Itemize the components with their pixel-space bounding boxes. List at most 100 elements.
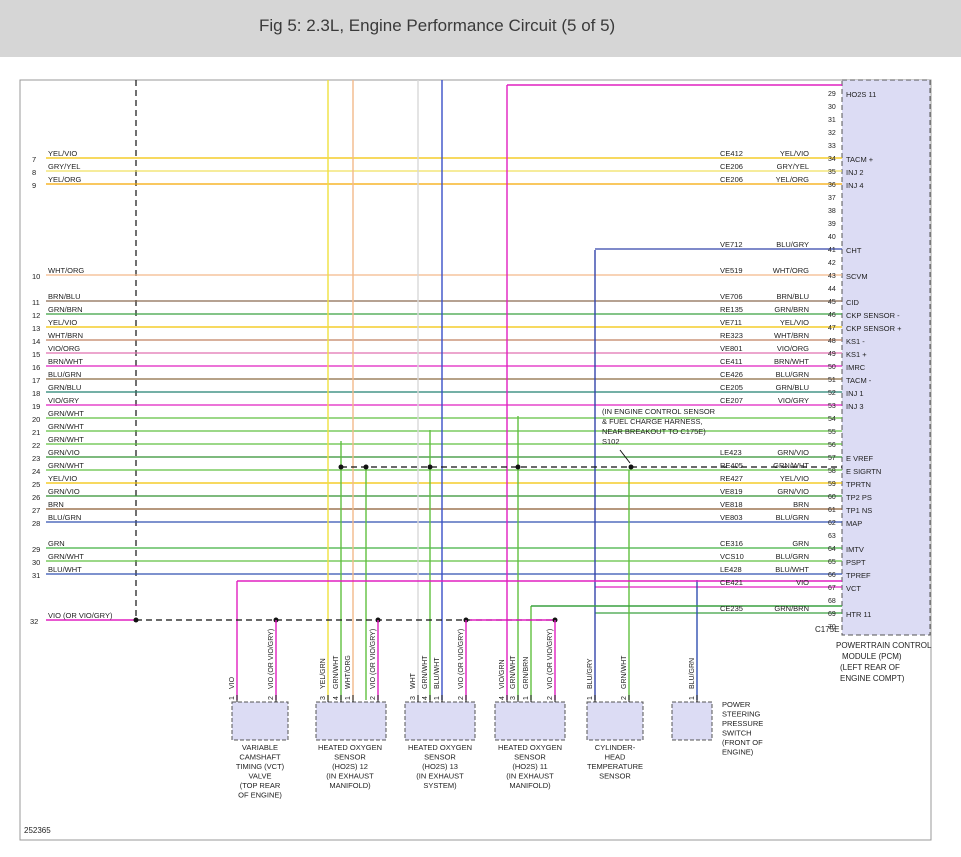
component-label-line: POWER bbox=[722, 700, 751, 709]
pcm-pin-number: 48 bbox=[828, 338, 836, 345]
wire-position: 21 bbox=[32, 428, 40, 437]
wire-color-right: GRN/BRN bbox=[774, 604, 809, 613]
pcm-pin-number: 65 bbox=[828, 559, 836, 566]
circuit-number: CE206 bbox=[720, 175, 743, 184]
splice-note-line: (IN ENGINE CONTROL SENSOR bbox=[602, 407, 716, 416]
pcm-connector-label: C175E bbox=[815, 625, 839, 634]
wire-color-left: GRN/VIO bbox=[48, 448, 80, 457]
component-label-line: HEATED OXYGEN bbox=[498, 743, 562, 752]
component-label-line: CAMSHAFT bbox=[239, 753, 281, 762]
pcm-pin-function: TPREF bbox=[846, 571, 871, 580]
wire-position: 23 bbox=[32, 454, 40, 463]
pcm-label-line: POWERTRAIN CONTROL bbox=[836, 641, 932, 650]
pin-number: 1 bbox=[229, 696, 236, 700]
splice-dot bbox=[133, 617, 139, 623]
wire-color-left: BRN/WHT bbox=[48, 357, 83, 366]
component-label-line: (FRONT OF bbox=[722, 738, 763, 747]
circuit-number: VE706 bbox=[720, 292, 743, 301]
component-label-line: (HO2S) 11 bbox=[512, 762, 547, 771]
wire-color-right: GRN bbox=[792, 539, 809, 548]
pin-wire-color: YEL/GRN bbox=[320, 658, 327, 689]
pcm-pin-number: 40 bbox=[828, 234, 836, 241]
component-label-line: MANIFOLD) bbox=[329, 781, 371, 790]
wire-color-left: BRN bbox=[48, 500, 64, 509]
splice-pointer bbox=[619, 449, 631, 464]
cht-sensor: 1BLU/GRY2GRN/WHTCYLINDER-HEADTEMPERATURE… bbox=[586, 655, 644, 781]
pcm-label-line: (LEFT REAR OF bbox=[840, 663, 900, 672]
pcm-pin-number: 62 bbox=[828, 520, 836, 527]
pcm-pin-function: KS1 - bbox=[846, 337, 865, 346]
pcm-module bbox=[841, 79, 931, 636]
pin-wire-color: BLU/WHT bbox=[434, 657, 441, 689]
pcm-label: POWERTRAIN CONTROL MODULE (PCM) (LEFT RE… bbox=[836, 641, 932, 683]
wire-position: 17 bbox=[32, 376, 40, 385]
component-label-line: TIMING (VCT) bbox=[236, 762, 285, 771]
wire-color-right: VIO/GRY bbox=[778, 396, 809, 405]
pcm-pin-function: INJ 3 bbox=[846, 402, 864, 411]
pcm-pin-number: 33 bbox=[828, 143, 836, 150]
splice-dot bbox=[515, 464, 521, 470]
wire-position: 26 bbox=[32, 493, 40, 502]
pcm-pin-function: TP1 NS bbox=[846, 506, 872, 515]
circuit-number: CE411 bbox=[720, 357, 742, 366]
wire-color-right: BLU/GRN bbox=[776, 552, 809, 561]
pin-number: 3 bbox=[510, 696, 517, 700]
circuit-number: CE235 bbox=[720, 604, 743, 613]
wire-color-left: BRN/BLU bbox=[48, 292, 81, 301]
wire-color-right: GRY/YEL bbox=[777, 162, 809, 171]
wire-color-left: WHT/BRN bbox=[48, 331, 83, 340]
pcm-pin-function: IMTV bbox=[846, 545, 864, 554]
wire-color-right: BLU/GRY bbox=[776, 240, 809, 249]
cht-sensor-body bbox=[586, 701, 644, 741]
pin-wire-color: GRN/WHT bbox=[510, 655, 517, 689]
wire-color-left: GRY/YEL bbox=[48, 162, 80, 171]
splice-dot bbox=[628, 464, 634, 470]
pin-wire-color: GRN/WHT bbox=[422, 655, 429, 689]
wire-color-left: GRN bbox=[48, 539, 65, 548]
pcm-pin-number: 53 bbox=[828, 403, 836, 410]
wire-color-right: GRN/VIO bbox=[777, 487, 809, 496]
pcm-pin-number: 42 bbox=[828, 260, 836, 267]
wire-position: 9 bbox=[32, 181, 36, 190]
wire-color-left: GRN/WHT bbox=[48, 461, 84, 470]
component-label-line: CYLINDER- bbox=[595, 743, 636, 752]
circuit-number: CE426 bbox=[720, 370, 743, 379]
pin-number: 1 bbox=[523, 696, 530, 700]
pcm-pin-number: 52 bbox=[828, 390, 836, 397]
wire-position: 29 bbox=[32, 545, 40, 554]
wire-color-right: YEL/VIO bbox=[780, 318, 809, 327]
pcm-pin-number: 50 bbox=[828, 364, 836, 371]
wire-position: 24 bbox=[32, 467, 40, 476]
pcm-pin-number: 66 bbox=[828, 572, 836, 579]
wire-position: 31 bbox=[32, 571, 40, 580]
pcm-pin-number: 59 bbox=[828, 481, 836, 488]
pin-number: 1 bbox=[587, 696, 594, 700]
wire-color-left: GRN/VIO bbox=[48, 487, 80, 496]
wire-color-right: BLU/WHT bbox=[775, 565, 809, 574]
splice-dot bbox=[427, 464, 433, 470]
wire-layer bbox=[46, 80, 842, 700]
circuit-number: CE206 bbox=[720, 162, 743, 171]
component-label-line: (IN EXHAUST bbox=[416, 772, 464, 781]
pin-number: 4 bbox=[422, 696, 429, 700]
pcm-pin-number: 58 bbox=[828, 468, 836, 475]
wire-position: 30 bbox=[32, 558, 40, 567]
wire-position: 16 bbox=[32, 363, 40, 372]
pcm-pin-function: E SIGRTN bbox=[846, 467, 881, 476]
vct-valve-body bbox=[231, 701, 289, 741]
component-label-line: SWITCH bbox=[722, 729, 752, 738]
ps-switch: 1BLU/GRNPOWERSTEERINGPRESSURESWITCH(FRON… bbox=[671, 658, 763, 757]
pcm-pin-function: MAP bbox=[846, 519, 862, 528]
pcm-pin-number: 60 bbox=[828, 494, 836, 501]
pin-number: 1 bbox=[689, 696, 696, 700]
diagram-border bbox=[19, 79, 932, 841]
pcm-pin-number: 54 bbox=[828, 416, 836, 423]
splice-dot bbox=[338, 464, 344, 470]
pcm-pin-number: 56 bbox=[828, 442, 836, 449]
pcm-pin-number: 36 bbox=[828, 182, 836, 189]
component-label-line: PRESSURE bbox=[722, 719, 763, 728]
wire-color-right: YEL/VIO bbox=[780, 149, 809, 158]
pcm-label-line: ENGINE COMPT) bbox=[840, 674, 905, 683]
